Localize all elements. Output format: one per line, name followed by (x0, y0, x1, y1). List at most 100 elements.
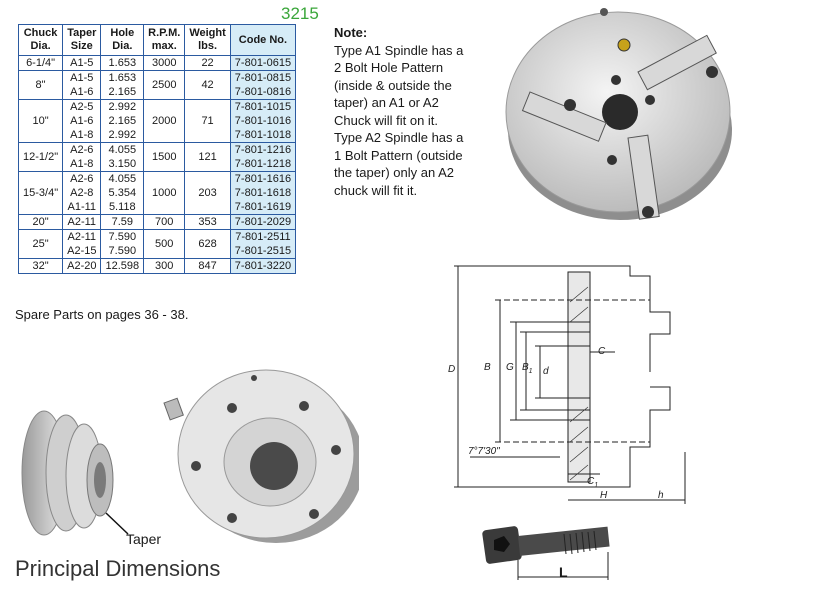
chuck-dia-cell: 10" (17, 99, 64, 143)
cell-value: 7-801-1616 (234, 173, 292, 185)
cell-value: 12.598 (105, 260, 140, 272)
weight-cell: 22 (184, 55, 231, 71)
chuck-photo-top (505, 8, 732, 220)
dim-label-h-lower: h (658, 490, 664, 501)
cell-value: 7.590 (108, 245, 137, 257)
cell-value: 4.055 (108, 144, 137, 156)
note-line: taper) an A1 or A2 (334, 95, 439, 110)
cell-value: 4.055 (108, 173, 137, 185)
chuck-dia-cell: 6-1/4" (17, 55, 64, 71)
dim-label-angle: 7°7'30" (468, 446, 500, 457)
spare-parts-note: Spare Parts on pages 36 - 38. (15, 307, 189, 322)
cell-value: 7-801-0615 (234, 57, 292, 69)
cell-value: 7-801-2511 (235, 231, 291, 243)
cell-value: 7.590 (108, 231, 137, 243)
header-text: Dia. (112, 40, 133, 52)
cell-value: 7-801-1015 (234, 101, 292, 113)
chuck-dia-cell: 20" (17, 214, 64, 230)
header-text: Weight (189, 27, 226, 39)
code-no-cell: 7-801-1616 7-801-1618 7-801-1619 (229, 171, 297, 215)
table-header-cell: R.P.M.max. (143, 24, 186, 56)
cell-value: 7-801-1619 (234, 201, 292, 213)
cell-value: A1-11 (67, 201, 97, 213)
dim-label-d-outer: D (448, 364, 455, 375)
chuck-dia-cell: 32" (17, 258, 64, 274)
rpm-cell: 700 (143, 214, 186, 230)
cell-value: A1-8 (70, 129, 94, 141)
bolt-drawing (482, 526, 610, 580)
cell-value: 7-801-1016 (234, 115, 292, 127)
rpm-cell: 300 (143, 258, 186, 274)
note-line: Type A2 Spindle has a (334, 130, 464, 145)
rpm-cell: 1500 (143, 142, 186, 172)
cell-value: A2-8 (70, 187, 94, 199)
cell-value: A2-6 (70, 173, 94, 185)
chuck-dia-cell: 15-3/4" (17, 171, 64, 215)
note-line: Type A1 Spindle has a (334, 42, 464, 58)
cell-value: A2-20 (67, 260, 97, 272)
cell-value: A1-6 (70, 86, 94, 98)
dim-label-d-inner: d (543, 366, 549, 377)
page-number: 3215 (281, 4, 319, 23)
svg-text:C1: C1 (587, 476, 598, 489)
note-line: the taper) only an A2 (334, 165, 454, 180)
svg-text:B1: B1 (522, 362, 533, 375)
header-text: Dia. (30, 40, 51, 52)
taper-size-cell: A2-11 (62, 214, 102, 230)
cell-value: 7-801-1618 (234, 187, 292, 199)
header-text: Taper (67, 27, 97, 39)
cell-value: A2-6 (70, 144, 94, 156)
rpm-cell: 500 (143, 229, 186, 259)
cell-value: 7-801-2515 (234, 245, 292, 257)
cell-value: 7.59 (111, 216, 133, 228)
chuck-photo-bottom (21, 369, 359, 543)
hole-dia-cell: 7.590 7.590 (100, 229, 145, 259)
cell-value: 5.118 (108, 201, 136, 213)
taper-size-cell: A1-5 (62, 55, 102, 71)
note-line: chuck will fit it. (334, 182, 418, 198)
chuck-dia-cell: 8" (17, 70, 64, 100)
cell-value: 2.165 (108, 115, 137, 127)
weight-cell: 203 (184, 171, 231, 215)
cell-value: A2-11 (67, 216, 97, 228)
weight-cell: 353 (184, 214, 231, 230)
header-text: Chuck (23, 27, 58, 39)
note-line: 1 Bolt Pattern (outside (334, 147, 463, 163)
header-text: Code No. (238, 33, 288, 46)
header-text: R.P.M. (148, 27, 181, 39)
cell-value: 2.992 (108, 129, 137, 141)
cell-value: A2-11 (67, 231, 97, 243)
cell-value: A2-5 (70, 101, 94, 113)
dim-label-c: C (598, 346, 606, 357)
dim-label-c1: C (587, 476, 595, 487)
code-no-cell: 7-801-2029 (229, 214, 297, 230)
weight-cell: 71 (184, 99, 231, 143)
header-text: Size (70, 40, 93, 52)
hole-dia-cell: 12.598 (100, 258, 145, 274)
cell-value: 7-801-1216 (234, 144, 292, 156)
weight-cell: 42 (184, 70, 231, 100)
cell-value: 7-801-3220 (234, 260, 292, 272)
note-line: (inside & outside the (334, 77, 452, 93)
cell-value: 7-801-1218 (234, 158, 292, 170)
cell-value: A1-8 (70, 158, 94, 170)
